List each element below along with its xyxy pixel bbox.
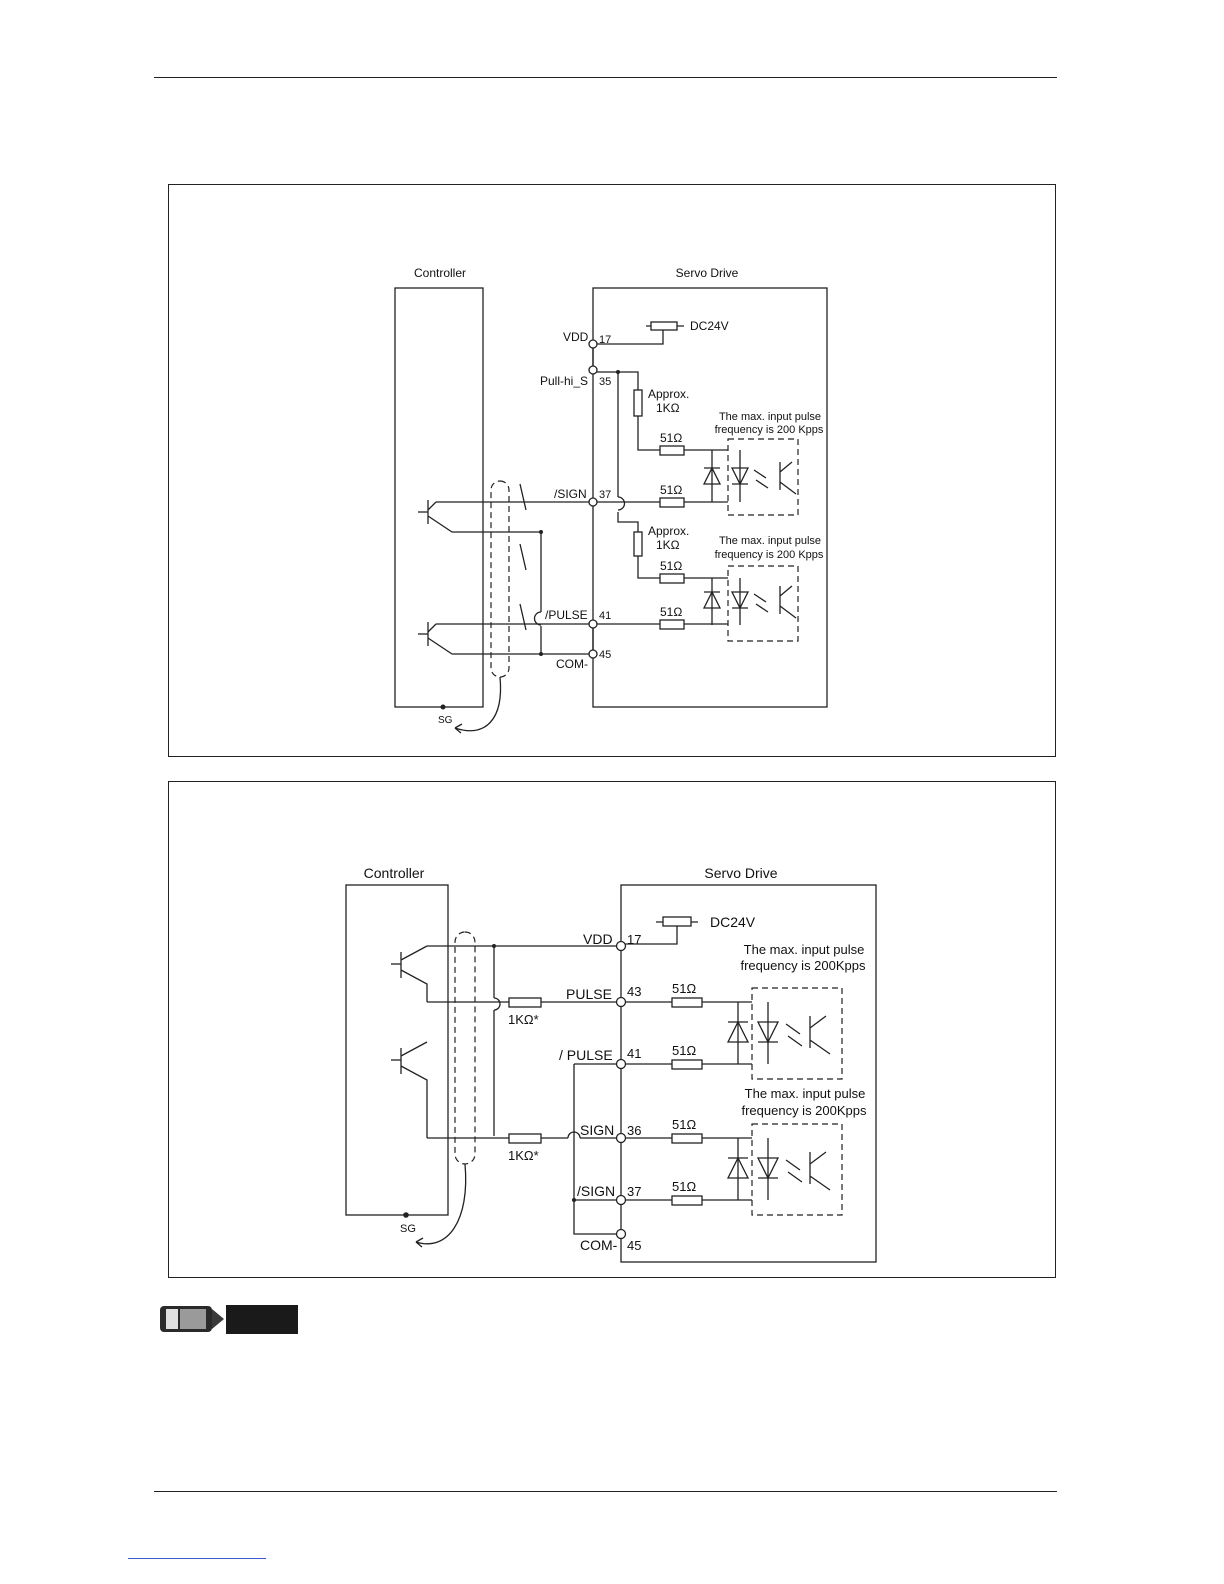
resistor-1k-a bbox=[633, 389, 643, 417]
terminal-45 bbox=[588, 649, 598, 659]
maxpulse-note-2a: The max. input pulse bbox=[719, 535, 821, 547]
k1-label: 1KΩ* bbox=[508, 1012, 539, 1027]
diagram-panel-source-wiring bbox=[168, 781, 1056, 1278]
servo-drive-label-2: Servo Drive bbox=[704, 865, 777, 881]
controller-label-2: Controller bbox=[364, 865, 425, 881]
sg-label: SG bbox=[438, 715, 453, 726]
com-label-2: COM- bbox=[580, 1237, 618, 1253]
controller-label: Controller bbox=[414, 266, 466, 280]
terminal-45-2 bbox=[615, 1228, 627, 1240]
footer-link-underline[interactable] bbox=[128, 1558, 266, 1559]
servo-drive-label: Servo Drive bbox=[676, 266, 739, 280]
pin-17: 17 bbox=[599, 334, 611, 346]
maxpulse-note-4b: frequency is 200Kpps bbox=[741, 1103, 867, 1118]
terminal-37 bbox=[588, 497, 598, 507]
dc24v-fuse-2 bbox=[662, 916, 692, 927]
sign-label: /SIGN bbox=[554, 487, 587, 501]
resistor-1k-b bbox=[633, 531, 643, 557]
pulse-label-2: PULSE bbox=[566, 986, 612, 1002]
r51-label-f: 51Ω bbox=[672, 1043, 696, 1058]
pin-37-2: 37 bbox=[627, 1184, 641, 1199]
pin-36: 36 bbox=[627, 1123, 641, 1138]
footer-rule bbox=[154, 1491, 1057, 1492]
maxpulse-note-3b: frequency is 200Kpps bbox=[740, 958, 866, 973]
resistor-51-b bbox=[659, 497, 685, 508]
r51-label-g: 51Ω bbox=[672, 1117, 696, 1132]
resistor-51-f bbox=[671, 1059, 703, 1070]
pin-45: 45 bbox=[599, 649, 611, 661]
k2-label: 1KΩ* bbox=[508, 1148, 539, 1163]
nsign-label-2: /SIGN bbox=[577, 1183, 615, 1199]
pullhi-label: Pull-hi_S bbox=[540, 374, 588, 388]
resistor-51-h bbox=[671, 1195, 703, 1206]
dc24v-label: DC24V bbox=[690, 319, 729, 333]
terminal-17 bbox=[588, 339, 598, 349]
pulse-label: /PULSE bbox=[545, 608, 588, 622]
dc24v-fuse bbox=[650, 321, 678, 331]
resistor-1k-d bbox=[508, 1133, 542, 1144]
pin-35: 35 bbox=[599, 376, 611, 388]
r51-label-b: 51Ω bbox=[660, 483, 682, 497]
kohm-label-a: 1KΩ bbox=[656, 401, 680, 415]
controller-box bbox=[394, 287, 484, 708]
cable-shield-1 bbox=[490, 480, 510, 678]
terminal-36 bbox=[615, 1132, 627, 1144]
approx-label-b: Approx. bbox=[648, 524, 689, 538]
resistor-51-e bbox=[671, 997, 703, 1008]
maxpulse-note-2b: frequency is 200 Kpps bbox=[715, 549, 824, 561]
pin-17-2: 17 bbox=[627, 932, 641, 947]
header-rule bbox=[154, 77, 1057, 78]
r51-label-c: 51Ω bbox=[660, 559, 682, 573]
terminal-37-2 bbox=[615, 1194, 627, 1206]
terminal-41-2 bbox=[615, 1058, 627, 1070]
r51-label-d: 51Ω bbox=[660, 605, 682, 619]
com-label: COM- bbox=[556, 657, 588, 671]
sg-label-2: SG bbox=[400, 1223, 416, 1235]
maxpulse-note-3a: The max. input pulse bbox=[744, 942, 865, 957]
npulse-label-2: / PULSE bbox=[559, 1047, 613, 1063]
pin-45-2: 45 bbox=[627, 1238, 641, 1253]
r51-label-a: 51Ω bbox=[660, 431, 682, 445]
resistor-51-d bbox=[659, 619, 685, 630]
optocoupler-box-1 bbox=[727, 438, 799, 516]
pin-41: 41 bbox=[599, 610, 611, 622]
terminal-41 bbox=[588, 619, 598, 629]
resistor-51-g bbox=[671, 1133, 703, 1144]
pencil-note-icon bbox=[160, 1306, 224, 1332]
optocoupler-box-4 bbox=[751, 1123, 843, 1216]
dc24v-label-2: DC24V bbox=[710, 914, 756, 930]
r51-label-e: 51Ω bbox=[672, 981, 696, 996]
pin-43: 43 bbox=[627, 984, 641, 999]
approx-label-a: Approx. bbox=[648, 387, 689, 401]
resistor-51-a bbox=[659, 445, 685, 456]
resistor-1k-c bbox=[508, 997, 542, 1008]
pin-41-2: 41 bbox=[627, 1046, 641, 1061]
vdd-label: VDD bbox=[563, 330, 589, 344]
sign-label-2: SIGN bbox=[580, 1122, 614, 1138]
maxpulse-note-4a: The max. input pulse bbox=[745, 1086, 866, 1101]
controller-box-2 bbox=[345, 884, 449, 1216]
maxpulse-note-1a: The max. input pulse bbox=[719, 411, 821, 423]
diagram-panel-sink-wiring bbox=[168, 184, 1056, 757]
maxpulse-note-1b: frequency is 200 Kpps bbox=[715, 424, 824, 436]
pin-37: 37 bbox=[599, 489, 611, 501]
resistor-51-c bbox=[659, 573, 685, 584]
optocoupler-box-3 bbox=[751, 987, 843, 1080]
terminal-43 bbox=[615, 996, 627, 1008]
kohm-label-b: 1KΩ bbox=[656, 538, 680, 552]
cable-shield-2 bbox=[454, 931, 476, 1165]
vdd-label-2: VDD bbox=[583, 931, 613, 947]
optocoupler-box-2 bbox=[727, 565, 799, 642]
terminal-17-2 bbox=[615, 940, 627, 952]
note-label bbox=[226, 1305, 298, 1334]
servo-drive-box-2 bbox=[620, 884, 877, 1263]
terminal-35 bbox=[588, 365, 598, 375]
r51-label-h: 51Ω bbox=[672, 1179, 696, 1194]
